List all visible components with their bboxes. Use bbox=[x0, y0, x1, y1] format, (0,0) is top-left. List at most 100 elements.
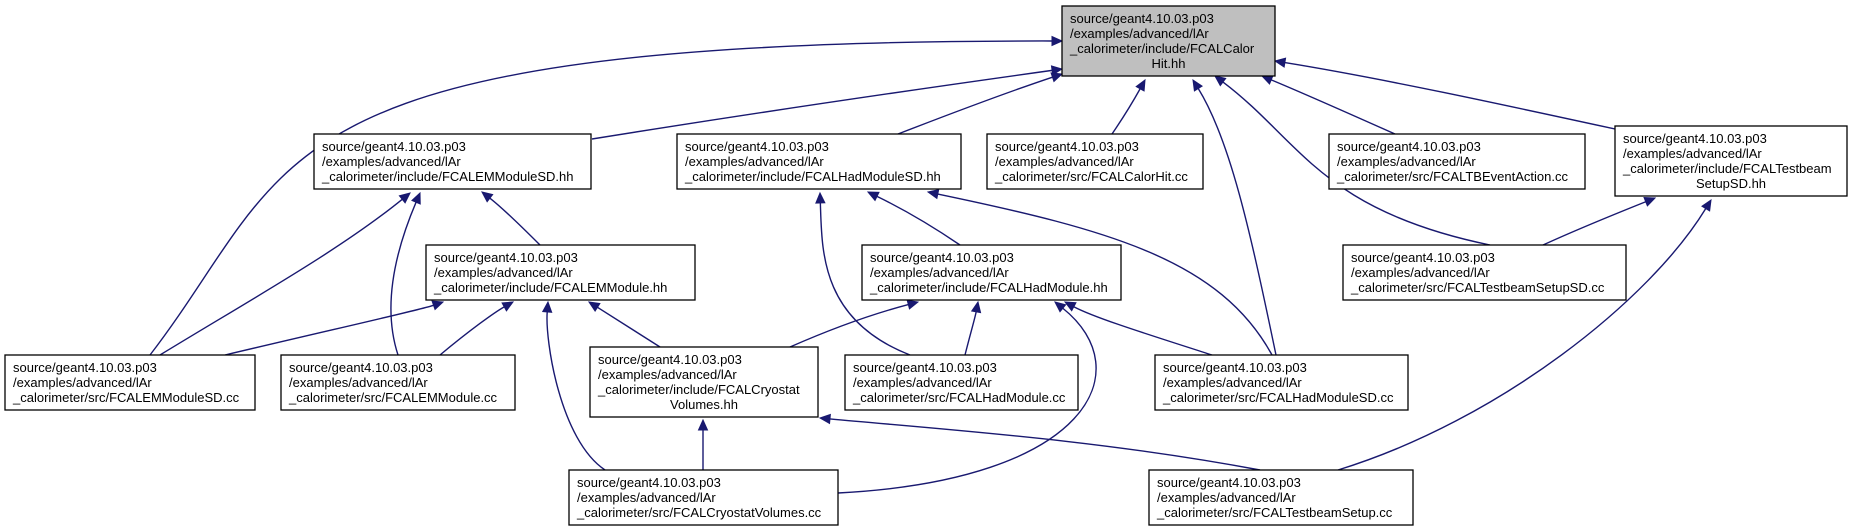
node-label-line: _calorimeter/src/FCALEMModuleSD.cc bbox=[12, 390, 240, 405]
edge-tbeventaction_cc-to-root bbox=[1260, 75, 1396, 135]
node-label-line: _calorimeter/include/FCALTestbeam bbox=[1622, 161, 1832, 176]
node-label-line: /examples/advanced/lAr bbox=[434, 265, 573, 280]
node-label-line: source/geant4.10.03.p03 bbox=[1337, 139, 1481, 154]
edge-line bbox=[1222, 81, 1491, 246]
arrowhead-icon bbox=[815, 191, 826, 204]
node-hadmodule_cc[interactable]: source/geant4.10.03.p03/examples/advance… bbox=[844, 354, 1079, 411]
arrowhead-icon bbox=[541, 300, 553, 313]
node-cryostat_cc[interactable]: source/geant4.10.03.p03/examples/advance… bbox=[568, 469, 839, 526]
edge-emmodulesd_cc-to-emmodule_hh bbox=[224, 300, 445, 356]
arrowhead-icon bbox=[481, 191, 494, 203]
edge-emmodule_cc-to-emmodule_hh bbox=[439, 301, 515, 356]
edge-emmodule_cc-to-emmodulesd_hh bbox=[390, 191, 421, 356]
node-label-line: source/geant4.10.03.p03 bbox=[434, 250, 578, 265]
node-label-line: /examples/advanced/lAr bbox=[1337, 154, 1476, 169]
edge-line bbox=[1337, 208, 1707, 471]
node-label-line: source/geant4.10.03.p03 bbox=[289, 360, 433, 375]
node-label-line: source/geant4.10.03.p03 bbox=[685, 139, 829, 154]
node-label-line: /examples/advanced/lAr bbox=[1157, 490, 1296, 505]
node-hadmodulesd_cc[interactable]: source/geant4.10.03.p03/examples/advance… bbox=[1154, 354, 1409, 411]
edge-testbeamsetup_cc-to-cryostat_hh bbox=[818, 413, 1261, 471]
edge-line bbox=[789, 303, 909, 348]
edge-emmodulesd_cc-to-emmodulesd_hh bbox=[159, 192, 411, 356]
node-label-line: _calorimeter/include/FCALHadModule.hh bbox=[869, 280, 1108, 295]
node-emmodule_hh[interactable]: source/geant4.10.03.p03/examples/advance… bbox=[425, 244, 696, 301]
arrowhead-icon bbox=[1054, 301, 1067, 313]
arrowhead-icon bbox=[431, 300, 445, 311]
node-hadmodule_hh[interactable]: source/geant4.10.03.p03/examples/advance… bbox=[861, 244, 1122, 301]
node-label-line: /examples/advanced/lAr bbox=[322, 154, 461, 169]
node-label-line: /examples/advanced/lAr bbox=[289, 375, 428, 390]
node-label-line: Hit.hh bbox=[1152, 56, 1186, 71]
node-label-line: source/geant4.10.03.p03 bbox=[995, 139, 1139, 154]
arrowhead-icon bbox=[906, 299, 920, 310]
node-label-line: _calorimeter/src/FCALEMModule.cc bbox=[288, 390, 498, 405]
node-testbeamsetup_cc[interactable]: source/geant4.10.03.p03/examples/advance… bbox=[1148, 469, 1414, 526]
node-label-line: source/geant4.10.03.p03 bbox=[1070, 11, 1214, 26]
node-label-line: source/geant4.10.03.p03 bbox=[598, 352, 742, 367]
node-label-line: /examples/advanced/lAr bbox=[1351, 265, 1490, 280]
nodes-layer: source/geant4.10.03.p03/examples/advance… bbox=[4, 5, 1848, 526]
edges-layer bbox=[149, 35, 1712, 494]
node-testbeamsetupsd_cc[interactable]: source/geant4.10.03.p03/examples/advance… bbox=[1342, 244, 1627, 301]
edge-line bbox=[591, 69, 1053, 140]
edge-cryostat_cc-to-emmodule_hh bbox=[541, 300, 606, 471]
node-box bbox=[1614, 125, 1848, 197]
node-label-line: _calorimeter/src/FCALCryostatVolumes.cc bbox=[576, 505, 822, 520]
node-label-line: source/geant4.10.03.p03 bbox=[1351, 250, 1495, 265]
arrowhead-icon bbox=[1050, 65, 1064, 76]
edge-cryostat_cc-to-hadmodule_hh bbox=[837, 301, 1097, 494]
edge-testbeamsetupsd_cc-to-root bbox=[1214, 75, 1491, 246]
node-label-line: Volumes.hh bbox=[670, 397, 738, 412]
node-cryostat_hh[interactable]: source/geant4.10.03.p03/examples/advance… bbox=[589, 346, 819, 418]
node-box bbox=[676, 133, 962, 190]
node-box bbox=[4, 354, 256, 411]
node-hadmodulesd_hh[interactable]: source/geant4.10.03.p03/examples/advance… bbox=[676, 133, 962, 190]
node-label-line: /examples/advanced/lAr bbox=[870, 265, 1009, 280]
node-label-line: /examples/advanced/lAr bbox=[1163, 375, 1302, 390]
edge-hadmodulesd_hh-to-root bbox=[897, 72, 1064, 135]
node-label-line: /examples/advanced/lAr bbox=[1623, 146, 1762, 161]
edge-line bbox=[937, 193, 1273, 356]
node-label-line: /examples/advanced/lAr bbox=[598, 367, 737, 382]
edge-line bbox=[1542, 201, 1646, 246]
node-calorhit_cc[interactable]: source/geant4.10.03.p03/examples/advance… bbox=[986, 133, 1204, 190]
arrowhead-icon bbox=[1643, 197, 1657, 207]
node-label-line: _calorimeter/include/FCALEMModuleSD.hh bbox=[321, 169, 573, 184]
arrowhead-icon bbox=[926, 188, 940, 200]
node-box bbox=[1328, 133, 1586, 190]
node-box bbox=[1061, 5, 1276, 77]
edge-line bbox=[837, 307, 1097, 494]
arrowhead-icon bbox=[697, 418, 709, 431]
edge-line bbox=[1270, 79, 1396, 135]
node-box bbox=[589, 346, 819, 418]
edge-line bbox=[597, 306, 661, 348]
node-label-line: _calorimeter/include/FCALCalor bbox=[1069, 41, 1255, 56]
node-label-line: source/geant4.10.03.p03 bbox=[1623, 131, 1767, 146]
node-label-line: /examples/advanced/lAr bbox=[577, 490, 716, 505]
node-box bbox=[568, 469, 839, 526]
node-testbeamsetupsd_hh[interactable]: source/geant4.10.03.p03/examples/advance… bbox=[1614, 125, 1848, 197]
edge-emmodulesd_cc-to-root bbox=[149, 35, 1064, 356]
edge-line bbox=[897, 76, 1053, 135]
node-tbeventaction_cc[interactable]: source/geant4.10.03.p03/examples/advance… bbox=[1328, 133, 1586, 190]
node-label-line: SetupSD.hh bbox=[1696, 176, 1766, 191]
node-emmodulesd_cc[interactable]: source/geant4.10.03.p03/examples/advance… bbox=[4, 354, 256, 411]
arrowhead-icon bbox=[970, 300, 982, 314]
node-label-line: /examples/advanced/lAr bbox=[13, 375, 152, 390]
node-root[interactable]: source/geant4.10.03.p03/examples/advance… bbox=[1061, 5, 1276, 77]
edge-testbeamsetup_cc-to-testbeamsetupsd_hh bbox=[1337, 198, 1712, 471]
node-label-line: source/geant4.10.03.p03 bbox=[13, 360, 157, 375]
node-emmodulesd_hh[interactable]: source/geant4.10.03.p03/examples/advance… bbox=[313, 133, 592, 190]
node-label-line: _calorimeter/src/FCALTestbeamSetup.cc bbox=[1156, 505, 1393, 520]
node-label-line: /examples/advanced/lAr bbox=[853, 375, 992, 390]
edge-cryostat_hh-to-emmodule_hh bbox=[587, 301, 661, 348]
node-label-line: /examples/advanced/lAr bbox=[1070, 26, 1209, 41]
arrowhead-icon bbox=[1135, 78, 1146, 92]
node-emmodule_cc[interactable]: source/geant4.10.03.p03/examples/advance… bbox=[280, 354, 516, 411]
node-box bbox=[986, 133, 1204, 190]
edge-line bbox=[829, 418, 1261, 471]
edge-line bbox=[390, 201, 417, 356]
arrowhead-icon bbox=[866, 191, 880, 202]
